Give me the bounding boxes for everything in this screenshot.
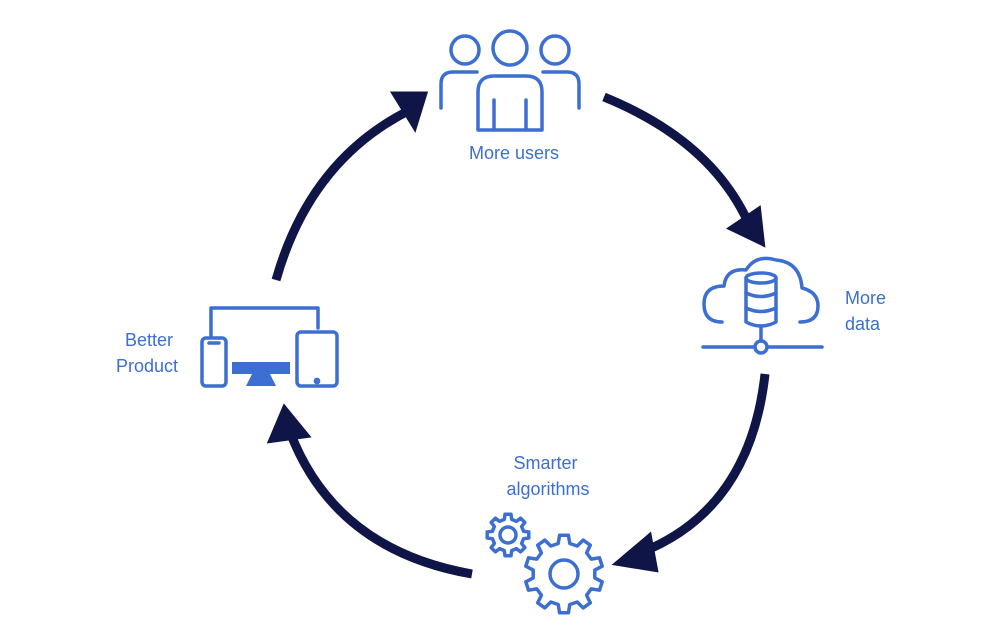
label-more-data-line-1: More <box>845 288 886 308</box>
label-more-data-line-2: data <box>845 314 881 334</box>
users-group-icon <box>439 29 581 132</box>
label-smarter-algorithms-line-2: algorithms <box>506 479 589 499</box>
label-more-data: More data <box>845 288 891 334</box>
cloud-database-icon <box>701 256 824 355</box>
label-smarter-algorithms-line-1: Smarter <box>513 453 577 473</box>
arrow-head-algorithms-to-product <box>266 403 312 444</box>
devices-icon <box>200 306 339 388</box>
label-more-users: More users <box>469 143 559 163</box>
label-better-product-line-1: Better <box>125 330 173 350</box>
label-better-product-line-2: Product <box>116 356 178 376</box>
arrow-product-to-users <box>271 105 413 282</box>
monitor-stand-icon <box>232 362 290 386</box>
gear-large-outline <box>524 533 604 615</box>
label-smarter-algorithms: Smarter algorithms <box>506 453 589 499</box>
label-better-product: Better Product <box>116 330 178 376</box>
arrow-algorithms-to-product <box>285 430 473 579</box>
arrow-head-users-to-data <box>726 205 766 248</box>
gear-small-outline <box>485 512 531 558</box>
cycle-arrows <box>266 91 770 579</box>
arrow-data-to-algorithms <box>638 373 770 558</box>
arrow-users-to-data <box>602 92 753 224</box>
arrow-head-product-to-users <box>389 91 429 133</box>
arrow-head-data-to-algorithms <box>611 531 659 573</box>
gears-icon <box>485 512 604 615</box>
